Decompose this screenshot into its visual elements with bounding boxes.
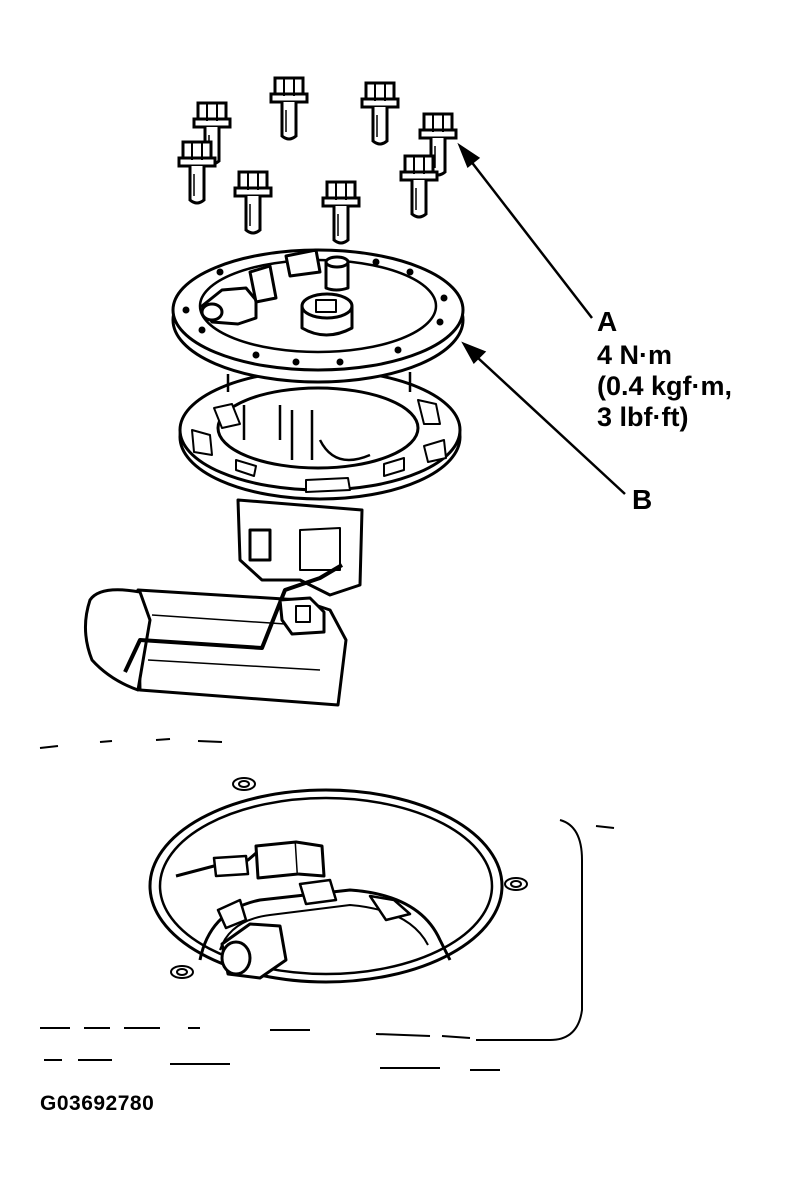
- flange-bolt-icon: [177, 140, 217, 205]
- torque-kgfm: (0.4 kgf·m,: [597, 371, 733, 402]
- flange-bolt-icon: [233, 170, 273, 235]
- flange-bolt-icon: [321, 180, 361, 245]
- flange-bolt-icon: [269, 76, 309, 141]
- callout-b-label: B: [632, 484, 653, 515]
- fuel-pump-icon: [84, 248, 465, 707]
- flange-bolt-icon: [360, 81, 400, 146]
- figure-id: G03692780: [40, 1092, 155, 1115]
- lock-ring-icon: [178, 368, 462, 501]
- leader-lines: [457, 142, 626, 495]
- torque-nm: 4 N·m: [597, 340, 673, 370]
- torque-lbfft: 3 lbf·ft): [597, 402, 689, 433]
- callout-a-torque-spec: 4 N·m (0.4 kgf·m, 3 lbf·ft): [597, 340, 732, 433]
- flange-bolts: [177, 76, 458, 245]
- fuel-tank-opening-icon: [39, 738, 615, 1071]
- flange-bolt-icon: [399, 154, 439, 219]
- callout-a-label: A: [597, 306, 618, 337]
